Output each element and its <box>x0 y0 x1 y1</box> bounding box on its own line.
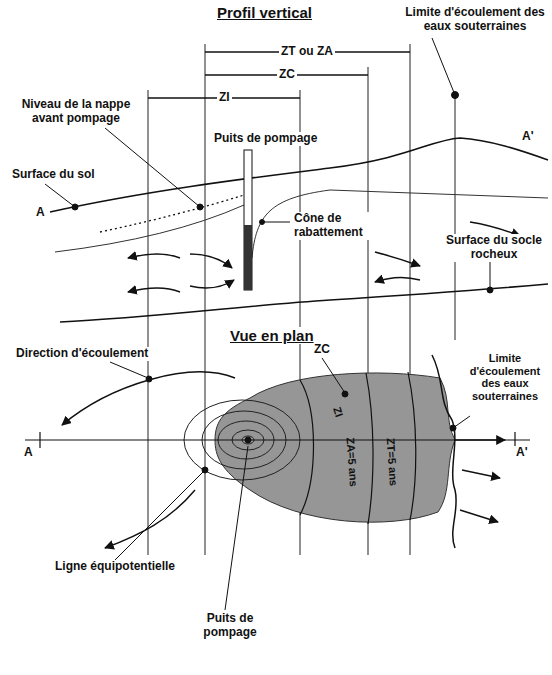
text-label: A <box>22 446 35 460</box>
flow-arrow <box>190 254 232 268</box>
text-label: Puits de pompage <box>195 612 265 640</box>
flow-arrow <box>190 280 234 288</box>
text-label: Cône de rabattement <box>292 212 370 240</box>
flow-line <box>105 490 195 548</box>
leader-dot <box>202 467 208 473</box>
ground-surface <box>50 138 548 212</box>
leader-dot <box>146 376 152 382</box>
leader-line <box>225 446 248 610</box>
zone-boundary-line <box>148 90 149 555</box>
leader-line <box>262 222 290 223</box>
text-label: Direction d'écoulement <box>14 347 150 361</box>
flow-direction-lines <box>62 372 505 548</box>
leader-dot <box>72 204 78 210</box>
flow-arrow <box>375 252 420 266</box>
text-label: ZC <box>312 343 332 357</box>
leader-line <box>45 184 75 207</box>
text-label: A' <box>520 130 536 144</box>
flow-limit-line <box>455 95 456 340</box>
text-label: Surface du sol <box>10 168 97 182</box>
zone-isochrones <box>300 372 416 524</box>
zone-boundary-line <box>205 44 206 555</box>
leader-line <box>110 362 148 378</box>
leader-line <box>115 470 205 560</box>
capture-zone <box>215 373 455 522</box>
flow-arrow <box>375 277 420 282</box>
text-label: Profil vertical <box>215 4 314 21</box>
reference-lines <box>148 44 455 555</box>
bedrock-surface <box>60 284 548 322</box>
isochrone-line <box>300 380 314 515</box>
well-screen <box>244 225 252 290</box>
flow-line <box>62 372 235 425</box>
leader-dot <box>450 425 456 431</box>
leader-line <box>490 262 491 290</box>
text-label: ZI <box>217 91 232 105</box>
text-label: A <box>34 206 47 220</box>
section-tick <box>39 432 40 448</box>
text-label: Puits de pompage <box>212 132 319 146</box>
leader-dot <box>342 391 348 397</box>
text-label: Ligne équipotentielle <box>52 560 178 574</box>
leader-dot <box>197 204 203 210</box>
text-label: Niveau de la nappe avant pompage <box>12 98 140 126</box>
dimension-bars <box>148 52 410 98</box>
leader-dot <box>487 287 493 293</box>
leader-line <box>105 128 200 207</box>
flow-line <box>455 439 505 440</box>
text-label: ZT ou ZA <box>279 45 335 59</box>
section-line <box>25 439 530 440</box>
flow-line <box>460 510 498 522</box>
text-label: Limite d'écoulement des eaux souterraine… <box>402 6 548 34</box>
flow-limit-line <box>432 355 456 548</box>
leader-lines <box>45 38 493 293</box>
isochrone-line <box>408 372 416 520</box>
leader-line <box>432 38 455 95</box>
water-table <box>55 205 244 252</box>
isochrone-line <box>366 373 373 524</box>
flow-arrow <box>128 254 180 258</box>
text-label: A' <box>514 446 530 460</box>
section-axis <box>25 432 530 448</box>
text-label: ZC <box>277 68 297 82</box>
leader-line <box>322 358 345 393</box>
text-label: Vue en plan <box>228 327 316 344</box>
well-symbol <box>245 437 251 443</box>
flow-line <box>462 470 500 478</box>
text-label: Surface du socle rocheux <box>440 234 548 262</box>
text-label: Limite d'écoulement des eaux souterraine… <box>462 352 548 403</box>
leader-dot <box>260 220 265 225</box>
leader-dot <box>452 92 459 99</box>
flow-arrow <box>128 288 180 292</box>
well-casing <box>244 150 252 290</box>
